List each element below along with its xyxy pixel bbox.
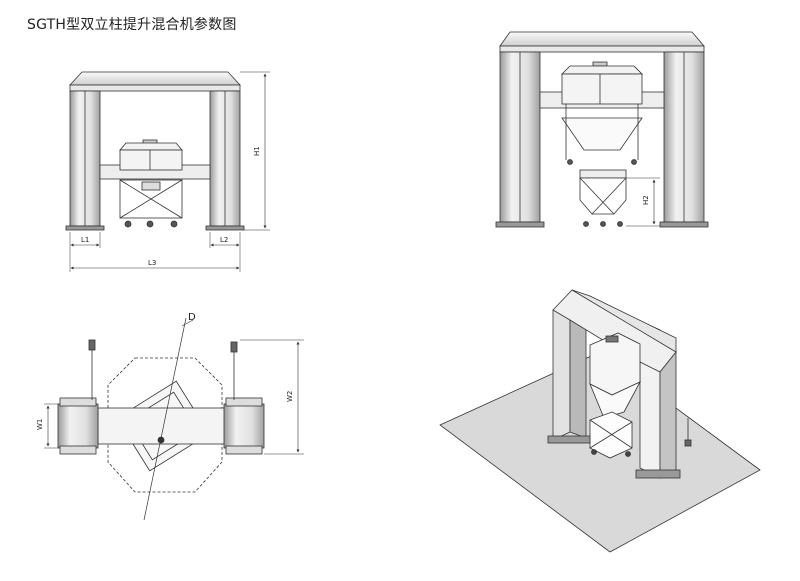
lifted-view <box>495 31 709 228</box>
label-l2: L2 <box>220 236 228 244</box>
isometric-view <box>439 289 761 553</box>
label-l1: L1 <box>81 236 89 244</box>
label-d: D <box>188 312 196 323</box>
label-w1: W1 <box>36 419 44 430</box>
label-h2: H2 <box>642 195 650 205</box>
label-h1: H1 <box>253 146 261 156</box>
label-l3: L3 <box>148 259 156 267</box>
label-w2: W2 <box>286 391 294 402</box>
page-title: SGTH型双立柱提升混合机参数图 <box>27 17 237 33</box>
plan-view <box>44 317 304 521</box>
front-view <box>65 71 270 272</box>
